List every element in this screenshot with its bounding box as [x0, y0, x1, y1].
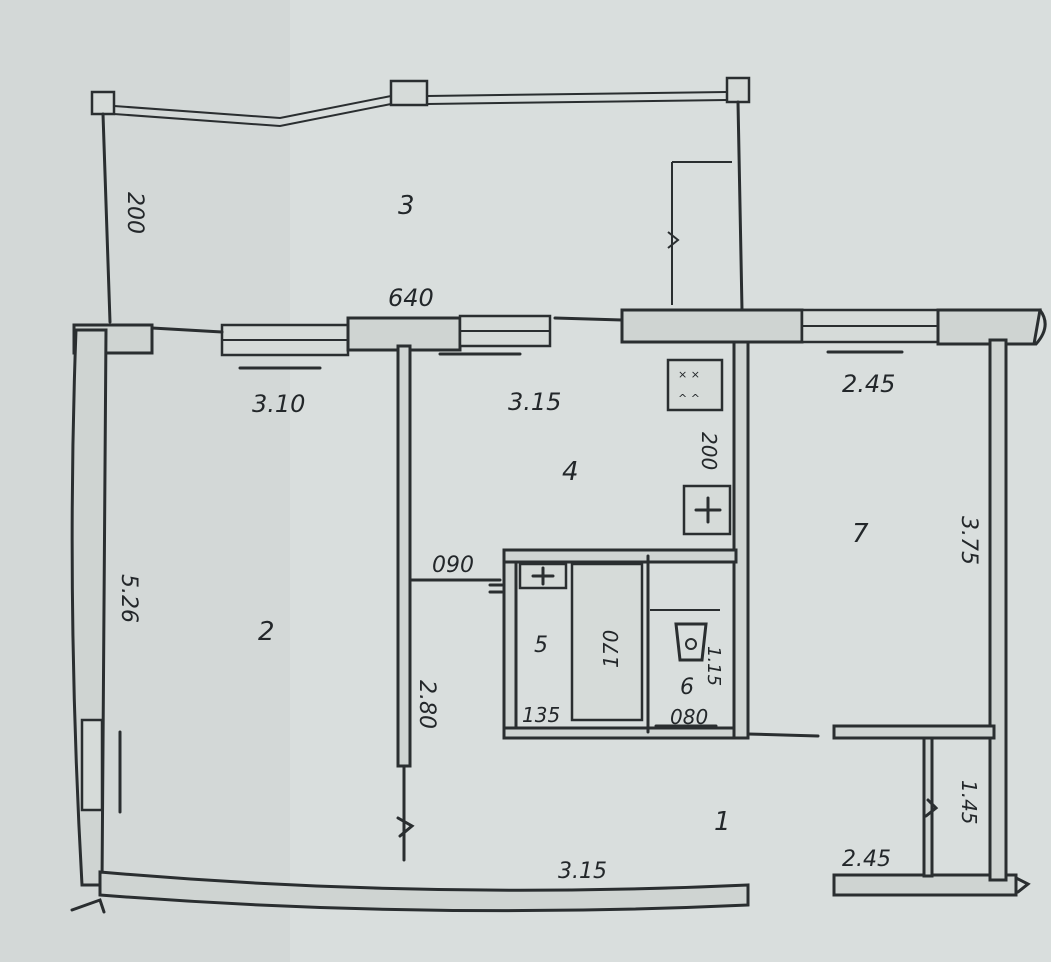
balcony-rail-left — [113, 95, 392, 120]
interior-walls — [396, 340, 996, 878]
door-room-7 — [746, 732, 820, 738]
right-exterior-wall — [988, 338, 1008, 882]
balcony-door-room-4 — [553, 316, 624, 322]
balcony-post-middle — [389, 79, 429, 107]
door-room-2 — [396, 764, 415, 862]
dim-closet-width: 2.45 — [842, 847, 891, 872]
dim-room7-length: 3.75 — [956, 516, 981, 565]
balcony-door-room-2 — [150, 326, 224, 334]
dim-closet-length: 1.45 — [957, 780, 981, 825]
dim-room7-width: 2.45 — [842, 370, 895, 398]
balcony-side-left — [101, 112, 112, 324]
dim-room2-length: 5.26 — [116, 574, 141, 623]
room-label-3: 3 — [398, 191, 415, 221]
bottom-wall — [98, 870, 1031, 913]
dim-room4-width: 3.15 — [508, 388, 561, 416]
bath-top-wall — [502, 548, 738, 564]
top-wall-right-end — [936, 308, 1042, 346]
bottom-right-mark — [1014, 876, 1031, 894]
dim-hall-width: 3.15 — [558, 859, 607, 884]
bath-sink-tap-icon — [531, 566, 555, 586]
wall-room-2-room-4 — [396, 344, 412, 768]
dim-room2-width: 3.10 — [252, 390, 305, 418]
balcony-post-right — [725, 76, 751, 104]
room-label-5: 5 — [534, 633, 548, 658]
balcony-cabinet — [667, 161, 732, 305]
right-wall — [988, 308, 1047, 882]
sink-tap-icon — [694, 496, 722, 524]
room-labels: 3 4 7 2 5 6 1 — [258, 191, 869, 837]
left-wall — [70, 328, 122, 914]
balcony-rail-right-inner — [426, 99, 728, 105]
stove-burner-b: ^ ^ — [678, 392, 700, 405]
balcony-side-right — [736, 100, 744, 312]
bath-door-stop — [488, 583, 504, 594]
dimension-labels: 200 640 3.10 3.15 2.45 200 5.26 3.75 090… — [116, 192, 981, 884]
balcony-rail-right — [426, 91, 728, 97]
room-label-4: 4 — [562, 457, 579, 487]
room-label-7: 7 — [852, 519, 869, 549]
bottom-exterior-wall-left — [98, 870, 750, 913]
bathtub — [570, 562, 644, 722]
dim-balcony-depth: 200 — [122, 192, 147, 234]
right-wall-break — [1034, 308, 1047, 346]
room-label-1: 1 — [714, 807, 731, 837]
top-wall-right-pier — [620, 308, 804, 344]
dim-bath-length: 170 — [599, 630, 623, 668]
bath-left-wall — [502, 560, 518, 730]
kitchen: × × ^ ^ — [666, 358, 732, 536]
closet-door — [924, 798, 939, 818]
toilet — [674, 622, 708, 662]
dim-kitchen-wall: 200 — [697, 432, 721, 470]
stove-burner-a: × × — [678, 368, 700, 381]
dim-bath-door: 090 — [432, 553, 474, 578]
window-room-2-side — [80, 718, 104, 812]
balcony-post-left — [90, 90, 116, 116]
wall-corner-mark — [70, 898, 106, 914]
wall-room-4-room-7 — [732, 340, 750, 740]
dim-wc-width: 080 — [670, 705, 708, 729]
bathroom-block — [408, 548, 738, 740]
wall-closet-side — [922, 736, 934, 878]
wall-room-7-closet — [832, 724, 996, 740]
dim-corridor-side: 2.80 — [414, 680, 439, 729]
bath-bottom-wall — [502, 726, 736, 740]
paper-fold-shade — [0, 0, 290, 962]
balcony-rail-left-inner — [113, 103, 392, 128]
room-label-2: 2 — [258, 617, 275, 647]
balcony — [90, 76, 751, 324]
toilet-bowl — [685, 638, 697, 650]
room-label-6: 6 — [680, 675, 694, 700]
dim-bath-width: 135 — [522, 703, 560, 727]
dim-wc-length: 1.15 — [703, 646, 724, 686]
dim-balcony-width: 640 — [388, 284, 434, 312]
stove — [666, 358, 724, 412]
